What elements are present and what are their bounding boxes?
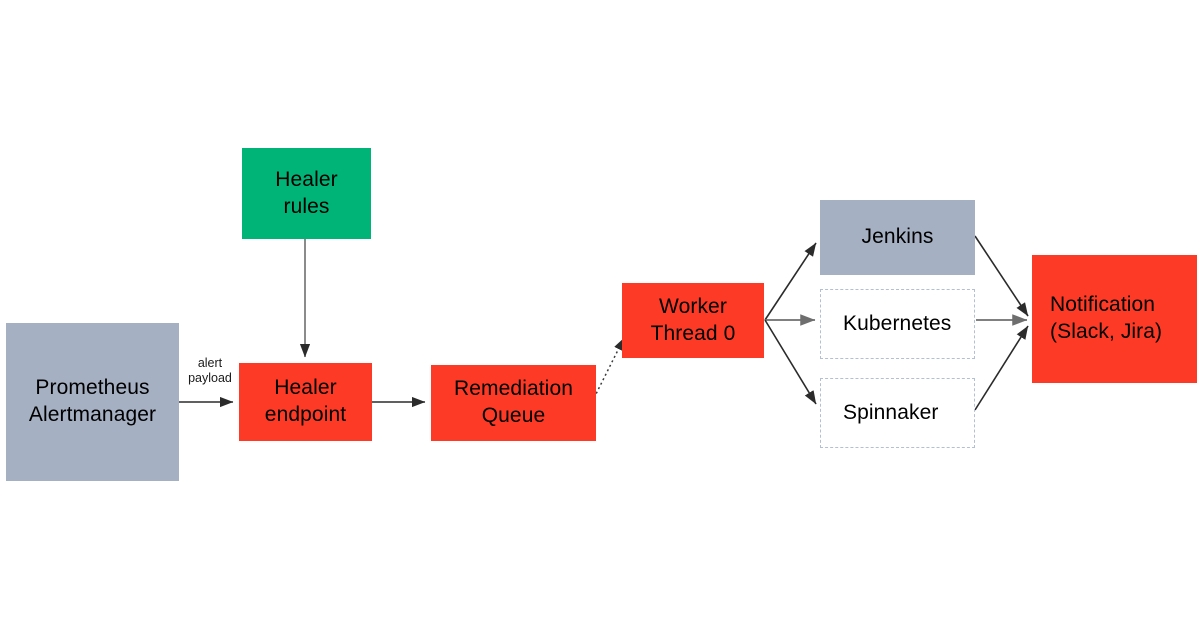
- node-remediation-queue[interactable]: Remediation Queue: [431, 365, 596, 441]
- node-label: Worker Thread 0: [650, 294, 736, 345]
- node-label: Notification (Slack, Jira): [1050, 293, 1163, 343]
- node-prometheus-alertmanager[interactable]: Prometheus Alertmanager: [6, 323, 179, 481]
- node-kubernetes[interactable]: Kubernetes: [820, 289, 975, 359]
- node-label: Jenkins: [861, 225, 934, 249]
- node-spinnaker[interactable]: Spinnaker: [820, 378, 975, 448]
- node-label: Kubernetes: [843, 311, 952, 335]
- node-notification[interactable]: Notification (Slack, Jira): [1032, 255, 1197, 383]
- node-label: Healer rules: [275, 167, 338, 218]
- node-label: Healer endpoint: [264, 376, 347, 426]
- edge-worker-thread-to-spinnaker: [764, 319, 817, 405]
- edge-jenkins-to-notification: [974, 235, 1029, 317]
- node-label: Prometheus Alertmanager: [28, 376, 157, 426]
- node-label: Remediation Queue: [454, 377, 573, 427]
- node-jenkins[interactable]: Jenkins: [820, 200, 975, 275]
- edge-spinnaker-to-notification: [974, 325, 1029, 411]
- node-healer-endpoint[interactable]: Healer endpoint: [239, 363, 372, 441]
- edge-remediation-queue-to-worker-thread: [593, 337, 625, 399]
- node-label: Spinnaker: [843, 400, 939, 424]
- edge-worker-thread-to-jenkins: [764, 242, 817, 321]
- edge-label-alert-payload: alert payload: [184, 356, 236, 387]
- node-worker-thread-0[interactable]: Worker Thread 0: [622, 283, 764, 358]
- node-healer-rules[interactable]: Healer rules: [242, 148, 371, 239]
